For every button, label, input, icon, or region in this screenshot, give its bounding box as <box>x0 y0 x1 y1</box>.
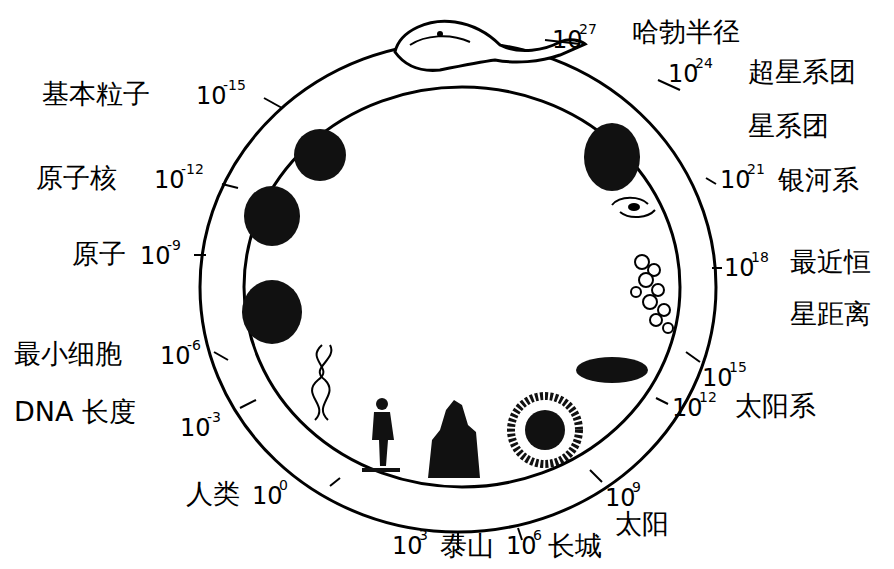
object-label: 哈勃半径 <box>632 18 740 45</box>
exponent-label: 27 <box>579 22 597 36</box>
exponent-label: 18 <box>751 250 769 264</box>
object-label: 长城 <box>548 532 602 559</box>
mountain <box>428 400 480 478</box>
scale-label: 10 <box>668 62 699 86</box>
scale-label: 10 <box>605 486 636 510</box>
exponent-label: -3 <box>207 410 221 424</box>
solar-system <box>576 357 648 383</box>
scale-label: 10 <box>252 484 283 508</box>
object-label: 超星系团 <box>748 58 856 85</box>
exponent-label: 3 <box>419 528 428 542</box>
scale-label: 10 <box>506 534 537 558</box>
object-label: 银河系 <box>778 166 859 193</box>
exponent-label: -15 <box>223 78 246 92</box>
scale-label: 10 <box>140 244 171 268</box>
object-label: 太阳系 <box>735 392 816 419</box>
object-label: 基本粒子 <box>42 80 150 107</box>
exponent-label: 9 <box>632 480 641 494</box>
human-figure <box>362 398 400 472</box>
sun <box>525 410 565 450</box>
object-label: DNA 长度 <box>14 398 136 425</box>
nucleus-dot <box>244 186 300 246</box>
exponent-label: 12 <box>699 390 717 404</box>
scale-label: 10 <box>160 344 191 368</box>
object-label: 太阳 <box>615 510 669 537</box>
object-label: 原子 <box>72 240 126 267</box>
scale-label: 10 <box>180 416 211 440</box>
particle-dot <box>294 129 346 181</box>
exponent-label: 21 <box>747 162 765 176</box>
galaxy <box>612 198 655 217</box>
scale-label: 10 <box>392 534 423 558</box>
object-label: 最近恒 <box>790 248 871 275</box>
leader-line <box>194 40 722 550</box>
object-label: 原子核 <box>36 164 117 191</box>
exponent-label: 6 <box>533 528 542 542</box>
exponent-label: 24 <box>695 56 713 70</box>
scale-label: 10 <box>154 168 185 192</box>
object-label: 星距离 <box>790 300 871 327</box>
scale-label: 10 <box>724 256 755 280</box>
object-label: 泰山 <box>440 532 494 559</box>
sun-corona <box>511 396 579 464</box>
object-label: 人类 <box>186 480 240 507</box>
atom-dot <box>242 280 302 344</box>
ring-inner <box>244 87 680 487</box>
cluster-blob <box>584 123 640 191</box>
scale-label: 10 <box>720 168 751 192</box>
ring-outer <box>200 42 716 532</box>
scale-label: 10 <box>702 366 733 390</box>
snake-mouth <box>410 36 470 45</box>
scale-label: 10 <box>552 28 583 52</box>
dna-strand <box>320 345 332 420</box>
exponent-label: -9 <box>167 238 181 252</box>
ring-gap <box>640 444 668 470</box>
scale-label: 10 <box>672 396 703 420</box>
snake-eye <box>437 31 443 37</box>
exponent-label: -6 <box>187 338 201 352</box>
snake-head <box>395 21 585 70</box>
object-label: 星系团 <box>748 112 829 139</box>
exponent-label: 15 <box>729 360 747 374</box>
exponent-label: -12 <box>181 162 204 176</box>
star-cluster <box>631 255 673 333</box>
exponent-label: 0 <box>279 478 288 492</box>
scale-label: 10 <box>196 84 227 108</box>
object-label: 最小细胞 <box>14 340 122 367</box>
dna-strand <box>312 345 323 420</box>
